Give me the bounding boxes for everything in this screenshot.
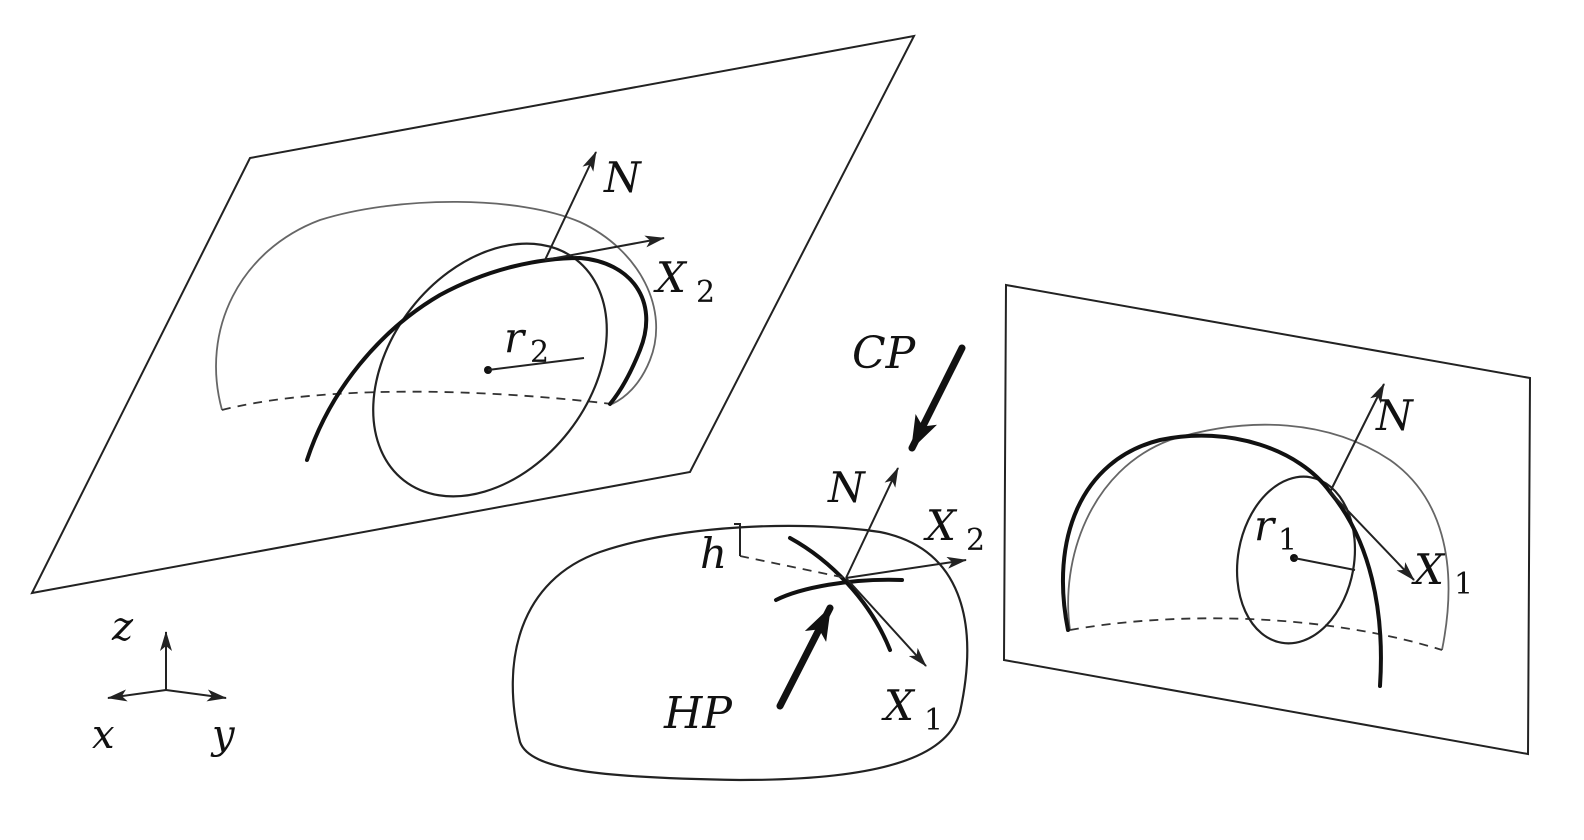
right-plane-group: N X 1 r 1 bbox=[1002, 283, 1532, 756]
center-normal-arrow bbox=[845, 467, 899, 579]
right-radius bbox=[1293, 557, 1356, 571]
right-radius-label: r bbox=[1254, 501, 1277, 550]
right-tangent-subscript: 1 bbox=[1454, 567, 1473, 602]
center-dome-group: N X 2 X 1 h bbox=[511, 463, 985, 782]
right-tangent-label: X bbox=[1411, 545, 1446, 594]
center-curve-1 bbox=[788, 536, 892, 652]
left-normal-label: N bbox=[603, 153, 642, 202]
center-tangent1-arrow bbox=[845, 577, 927, 667]
left-radius bbox=[487, 357, 585, 371]
center-tangent2-arrow bbox=[845, 556, 967, 579]
center-tangent2-subscript: 2 bbox=[966, 523, 985, 558]
center-curve-2 bbox=[774, 577, 904, 602]
z-axis-label: z bbox=[111, 604, 134, 650]
center-normal-label: N bbox=[827, 463, 866, 512]
right-plane bbox=[1002, 283, 1532, 756]
left-thick-curve bbox=[305, 255, 649, 462]
left-normal-arrow bbox=[544, 151, 597, 261]
left-tangent-label: X bbox=[653, 253, 688, 302]
center-height-label: h bbox=[700, 529, 727, 578]
pressure-arrows: CP HP bbox=[663, 328, 966, 739]
hp-label: HP bbox=[663, 688, 733, 739]
cp-arrow bbox=[908, 344, 966, 452]
y-axis-label: y bbox=[210, 712, 236, 758]
center-tangent1-label: X bbox=[881, 681, 916, 730]
left-radius-label: r bbox=[504, 313, 527, 362]
left-tangent-subscript: 2 bbox=[696, 275, 715, 310]
right-tangent-arrow bbox=[1329, 491, 1415, 581]
left-plane-group: N X 2 r 2 bbox=[30, 34, 916, 595]
right-dome-base bbox=[1069, 617, 1443, 651]
center-dome-outline bbox=[511, 524, 969, 782]
left-dome-outline bbox=[215, 200, 658, 411]
right-normal-label: N bbox=[1375, 391, 1414, 440]
left-tangent-arrow bbox=[544, 235, 665, 261]
x-axis-label: x bbox=[92, 712, 115, 758]
coordinate-axes: z x y bbox=[92, 604, 236, 758]
right-radius-subscript: 1 bbox=[1278, 523, 1297, 558]
cp-label: CP bbox=[852, 328, 917, 379]
x-axis-arrow bbox=[107, 689, 167, 702]
center-height-marker bbox=[734, 523, 741, 556]
right-normal-arrow bbox=[1329, 383, 1385, 493]
y-axis-arrow bbox=[165, 689, 227, 702]
right-thick-curve bbox=[1060, 433, 1383, 688]
right-dome-outline bbox=[1067, 423, 1450, 651]
left-radius-subscript: 2 bbox=[530, 335, 549, 370]
left-plane bbox=[30, 34, 916, 595]
center-tangent2-label: X bbox=[923, 501, 958, 550]
left-dome-base bbox=[221, 390, 613, 411]
hp-arrow bbox=[776, 604, 834, 710]
center-tangent1-subscript: 1 bbox=[924, 703, 943, 738]
center-height-dash bbox=[739, 555, 847, 579]
